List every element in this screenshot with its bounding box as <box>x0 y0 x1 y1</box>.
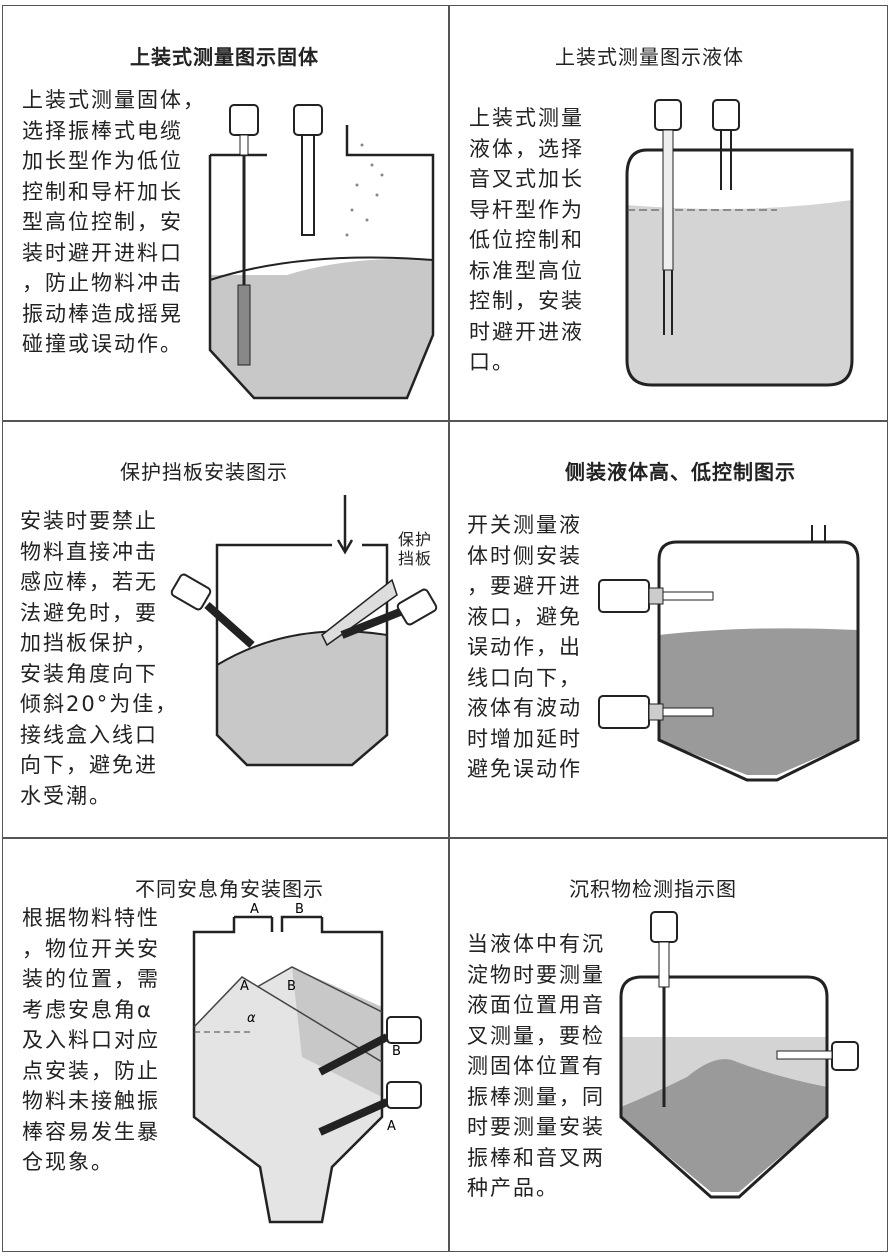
label-b-peak: B <box>287 979 296 994</box>
angled-switch-icon <box>340 588 438 639</box>
side-mount-tank-diagram <box>598 525 860 782</box>
panel-title: 保护挡板安装图示 <box>120 460 288 484</box>
panel-side-mount-liquid: 侧装液体高、低控制图示 开关测量液 体时侧安装 ，要避开进 液口，避免 误动作，… <box>447 420 890 835</box>
panel-top-mount-liquid: 上装式测量图示液体 上装式测量 液体，选择 音叉式加长 导杆型作为 低位控制和 … <box>447 5 890 420</box>
panel-title: 不同安息角安装图示 <box>135 877 324 901</box>
switch-b-icon <box>318 1016 422 1076</box>
panel-repose-angle: 不同安息角安装图示 根据物料特性 ，物位开关安 装的位置，需 考虑安息角α 及入… <box>2 837 445 1252</box>
panel-title: 侧装液体高、低控制图示 <box>565 460 796 484</box>
vibrating-rod-switch-icon <box>229 104 259 366</box>
liquid-tank-diagram <box>625 99 854 387</box>
panel-description: 上装式测量固体， 选择振棒式电缆 加长型作为低位 控制和导杆加长 型高位控制，安… <box>22 88 206 356</box>
divider <box>3 420 887 422</box>
solid-silo-diagram <box>208 104 435 400</box>
alpha-label: α <box>247 1011 256 1026</box>
label-a-top: A <box>250 902 259 917</box>
angled-switch-icon <box>170 573 255 648</box>
side-fork-switch-icon <box>776 1041 859 1071</box>
side-switch-high-icon <box>598 579 714 613</box>
diagram-grid <box>2 5 888 1252</box>
tuning-rod-switch-icon <box>293 104 323 236</box>
vibrating-rod-switch-icon <box>650 911 678 1107</box>
panel-description: 根据物料特性 ，物位开关安 装的位置，需 考虑安息角α 及入料口对应 点安装，防… <box>22 906 160 1174</box>
panel-title: 沉积物检测指示图 <box>569 877 737 901</box>
falling-material <box>345 143 384 237</box>
tuning-fork-switch-icon <box>712 99 740 190</box>
switch-a-icon <box>318 1081 422 1136</box>
sediment-tank-diagram <box>619 911 859 1199</box>
label-b-top: B <box>295 902 304 917</box>
panel-title: 上装式测量图示液体 <box>555 45 744 69</box>
divider <box>448 6 450 1251</box>
panel-description: 开关测量液 体时侧安装 ，要避开进 液口，避免 误动作，出 线口向下， 液体有波… <box>467 513 582 781</box>
panel-title: 上装式测量图示固体 <box>130 45 319 69</box>
panel-top-mount-solid: 上装式测量图示固体 上装式测量固体， 选择振棒式电缆 加长型作为低位 控制和导杆… <box>2 5 445 420</box>
tuning-fork-switch-icon <box>654 99 682 335</box>
repose-angle-diagram: A B A B α B A <box>192 902 422 1224</box>
baffle-silo-diagram <box>170 495 438 767</box>
label-b-switch: B <box>392 1044 401 1059</box>
label-a-peak: A <box>240 979 249 994</box>
panel-sediment-detection: 沉积物检测指示图 当液体中有沉 淀物时要测量 液面位置用音 叉测量，要检 测固体… <box>447 837 890 1252</box>
panel-description: 上装式测量 液体，选择 音叉式加长 导杆型作为 低位控制和 标准型高位 控制，安… <box>469 106 584 374</box>
label-a-switch: A <box>387 1119 396 1134</box>
divider <box>3 837 887 839</box>
side-switch-low-icon <box>598 695 714 729</box>
baffle-plate <box>321 578 398 647</box>
baffle-label: 保护 挡板 <box>398 530 433 568</box>
panel-baffle-install: 保护挡板安装图示 安装时要禁止 物料直接冲击 感应棒，若无 法避免时，要 加挡板… <box>2 420 445 835</box>
panel-description: 当液体中有沉 淀物时要测量 液面位置用音 叉测量，要检 测固体位置有 振棒测量，… <box>467 932 605 1200</box>
panel-description: 安装时要禁止 物料直接冲击 感应棒，若无 法避免时，要 加挡板保护， 安装角度向… <box>20 509 179 808</box>
